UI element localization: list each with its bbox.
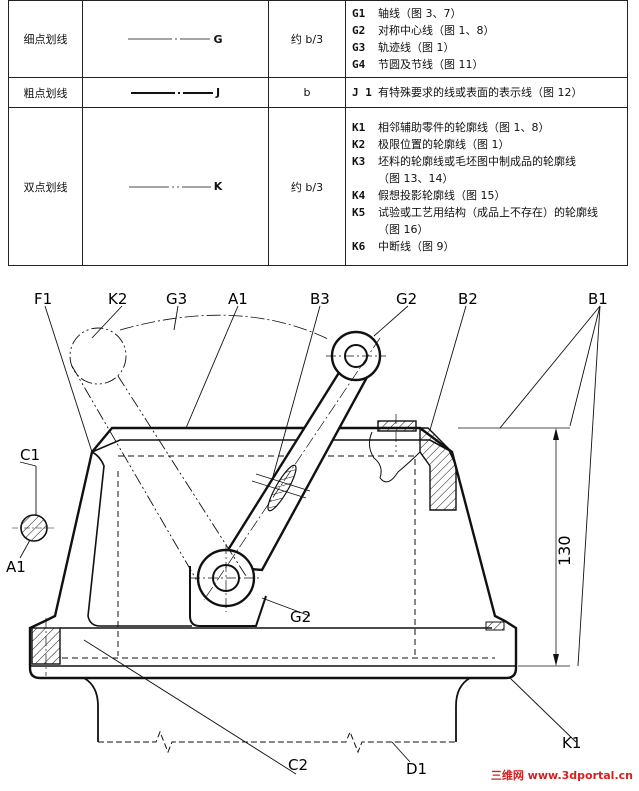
label-k1: K1 xyxy=(562,734,581,752)
break-line-right xyxy=(368,431,421,483)
section-plane-1 xyxy=(251,480,307,499)
line-name-cell: 细点划线 xyxy=(8,0,83,78)
line-letter: K xyxy=(213,180,223,194)
line-width-cell: 约 b/3 xyxy=(268,107,346,266)
label-g3: G3 xyxy=(166,290,187,308)
label-f1: F1 xyxy=(34,290,52,308)
line-letter: G xyxy=(213,32,223,46)
label-g2-top: G2 xyxy=(396,290,417,308)
technical-drawing: 130 F1 K2 G3 A1 B3 G2 B2 B1 xyxy=(0,266,639,787)
line-shape-cell: K xyxy=(82,107,269,266)
label-d1: D1 xyxy=(406,760,427,778)
label-k2: K2 xyxy=(108,290,127,308)
thick-chain-line-sample: J xyxy=(130,86,221,100)
line-letter: J xyxy=(215,86,221,100)
drawing-canvas: 130 F1 K2 G3 A1 B3 G2 B2 B1 xyxy=(6,290,608,778)
foot-right xyxy=(455,677,471,742)
trajectory-arc xyxy=(119,314,331,341)
body-outline xyxy=(28,426,518,680)
line-width-cell: 约 b/3 xyxy=(268,0,346,78)
extreme-position-pivot xyxy=(69,327,127,385)
label-a1-left: A1 xyxy=(6,558,26,576)
dimension-value: 130 xyxy=(555,535,574,566)
body-rim xyxy=(91,439,453,453)
usage-line: （图 16） xyxy=(378,222,429,236)
revolved-section xyxy=(267,464,297,512)
label-a1-top: A1 xyxy=(228,290,248,308)
extreme-position-link-1 xyxy=(71,365,201,587)
thin-chain-line-sample: G xyxy=(128,32,223,46)
lever-centerline xyxy=(203,337,381,601)
leader-lines xyxy=(19,305,601,775)
pivot-block xyxy=(189,566,267,627)
line-shape-cell: G xyxy=(82,0,269,78)
inner-wall-right xyxy=(451,451,496,617)
dimension-arrow-bottom xyxy=(553,654,559,666)
section-plane-2 xyxy=(255,473,311,492)
section-hatch-right xyxy=(419,427,457,511)
usage-line: （图 13、14） xyxy=(378,171,454,185)
double-chain-line-sample: K xyxy=(128,180,223,194)
label-b1: B1 xyxy=(588,290,608,308)
label-c2: C2 xyxy=(288,756,308,774)
extreme-position-link-2 xyxy=(117,375,247,577)
break-line-bottom xyxy=(98,730,456,754)
label-g2-mid: G2 xyxy=(290,608,311,626)
line-name-cell: 双点划线 xyxy=(8,107,83,266)
line-width-cell: b xyxy=(268,77,346,108)
foot-left xyxy=(83,677,99,742)
hidden-cavity-outline xyxy=(62,455,495,659)
inner-wall-left xyxy=(87,451,192,627)
line-name-cell: 粗点划线 xyxy=(8,77,83,108)
label-c1: C1 xyxy=(20,446,40,464)
watermark: 三维网 www.3dportal.cn xyxy=(490,769,633,782)
section-hatch-right-flange xyxy=(485,621,505,631)
label-b3: B3 xyxy=(310,290,330,308)
boss-top xyxy=(377,420,417,432)
label-b2: B2 xyxy=(458,290,478,308)
line-shape-cell: J xyxy=(82,77,269,108)
dimension-arrow-top xyxy=(553,428,559,440)
